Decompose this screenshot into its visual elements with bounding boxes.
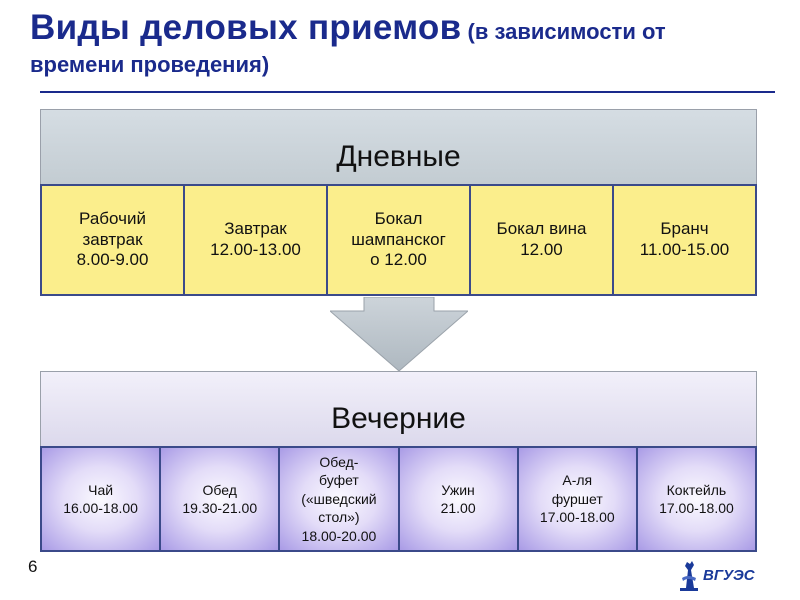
evening-item-text: Обед- буфет («шведский стол») 18.00-20.0…: [301, 453, 377, 544]
daytime-receptions-row: Рабочий завтрак 8.00-9.00 Завтрак 12.00-…: [40, 184, 757, 296]
daytime-header-block: Дневные: [40, 109, 757, 185]
evening-item: Коктейль 17.00-18.00: [635, 446, 758, 552]
title-subtitle: (в зависимости от: [461, 19, 666, 44]
page-number: 6: [28, 557, 38, 576]
daytime-item: Завтрак 12.00-13.00: [183, 184, 328, 296]
evening-item-text: Обед 19.30-21.00: [182, 481, 258, 516]
evening-header-block: Вечерние: [40, 371, 757, 447]
emblem-figure: [680, 561, 698, 591]
down-arrow-icon: [330, 297, 468, 372]
evening-item: Ужин 21.00: [397, 446, 519, 552]
evening-item: Обед 19.30-21.00: [159, 446, 281, 552]
logo-text: ВГУЭС: [703, 567, 756, 584]
daytime-item-text: Рабочий завтрак 8.00-9.00: [76, 208, 149, 270]
slide-title: Виды деловых приемов (в зависимости от в…: [30, 8, 790, 78]
daytime-item-text: Бокал шампанског о 12.00: [351, 208, 446, 270]
evening-item: Обед- буфет («шведский стол») 18.00-20.0…: [278, 446, 400, 552]
title-subtitle-line2: времени проведения): [30, 52, 270, 78]
title-main: Виды деловых приемов: [30, 8, 462, 47]
daytime-item-text: Бранч 11.00-15.00: [639, 219, 730, 259]
daytime-label: Дневные: [336, 140, 461, 173]
evening-item-text: Чай 16.00-18.00: [63, 481, 138, 516]
daytime-item: Рабочий завтрак 8.00-9.00: [40, 184, 185, 296]
daytime-item: Бранч 11.00-15.00: [612, 184, 757, 296]
evening-receptions-row: Чай 16.00-18.00 Обед 19.30-21.00 Обед- б…: [40, 446, 758, 552]
evening-item-text: Коктейль 17.00-18.00: [659, 481, 734, 516]
evening-item: А-ля фуршет 17.00-18.00: [516, 446, 638, 552]
daytime-item-text: Бокал вина 12.00: [496, 219, 587, 259]
evening-item: Чай 16.00-18.00: [40, 446, 162, 552]
daytime-item: Бокал вина 12.00: [469, 184, 614, 296]
daytime-item: Бокал шампанског о 12.00: [326, 184, 471, 296]
daytime-item-text: Завтрак 12.00-13.00: [210, 219, 301, 259]
title-divider: [40, 91, 775, 93]
university-emblem-icon: ВГУЭС: [680, 561, 756, 591]
evening-item-text: Ужин 21.00: [440, 481, 476, 516]
evening-item-text: А-ля фуршет 17.00-18.00: [539, 472, 615, 526]
evening-label: Вечерние: [331, 402, 466, 435]
